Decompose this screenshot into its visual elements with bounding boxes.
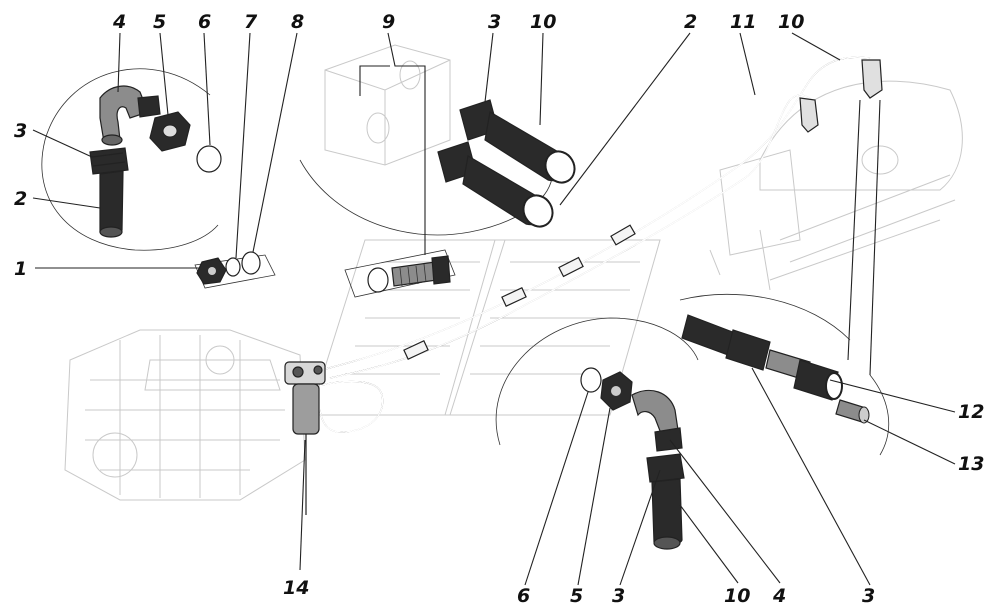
callout-1: 1 [14,258,27,280]
callout-6-top: 6 [198,11,211,33]
filter-housing-sketch [324,44,451,166]
callout-10-right: 10 [778,11,804,33]
callout-4-top: 4 [112,11,126,33]
callout-2-top: 2 [684,11,697,33]
fuel-lines [309,56,883,433]
right-side-fittings [681,314,870,424]
fuel-tank-sketch [709,80,963,291]
leader-lines [32,32,956,586]
callout-2-left: 2 [14,188,27,210]
upper-left-fittings [89,85,222,238]
callout-3-bottom: 3 [612,585,625,607]
callout-8: 8 [291,11,304,33]
callout-13: 13 [958,453,984,475]
callout-4-bottom: 4 [772,585,786,607]
small-fasteners-1-7-8 [194,251,276,289]
callout-5-top: 5 [153,11,166,33]
callout-12: 12 [958,401,984,423]
callout-5-bottom: 5 [570,585,583,607]
callout-3-left: 3 [14,120,27,142]
callout-10-top: 10 [530,11,556,33]
callout-7: 7 [244,11,258,33]
engine-sketch [64,329,306,501]
callout-labels: 4 5 6 7 8 9 3 10 2 11 10 3 2 1 12 13 14 … [14,11,984,607]
fuel-filter-assembly [284,361,326,515]
callout-10-bottom: 10 [724,585,750,607]
banjo-bolt-assembly [344,249,456,298]
callout-14: 14 [283,577,309,599]
callout-6-bottom: 6 [517,585,530,607]
hose-fittings-upper [437,99,576,228]
lower-center-fittings [580,367,685,550]
callout-3-top: 3 [488,11,501,33]
callout-3-right: 3 [862,585,875,607]
callout-9: 9 [382,11,395,33]
callout-11: 11 [730,11,756,33]
